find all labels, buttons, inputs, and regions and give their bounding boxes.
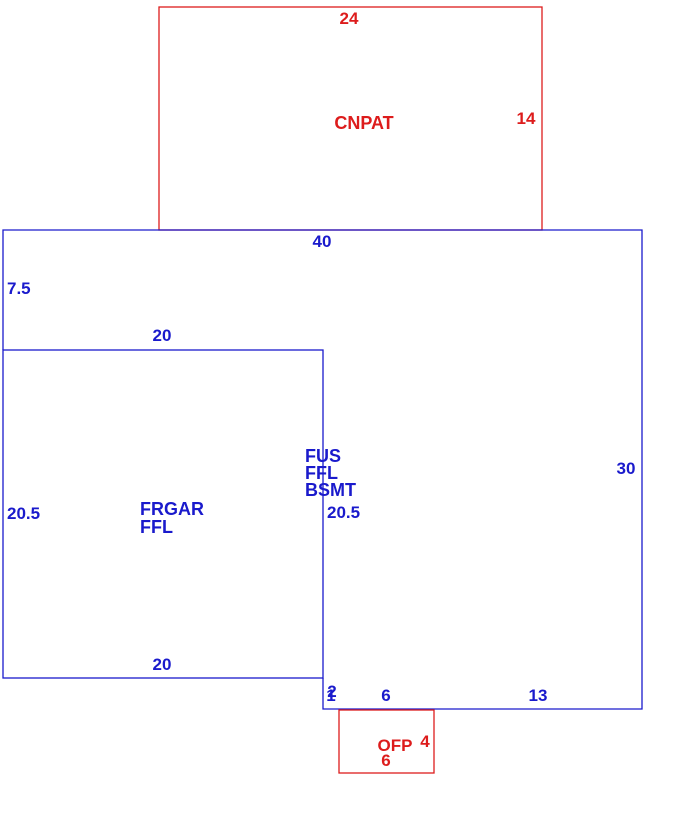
garage-top-dimension: 20 bbox=[153, 326, 172, 345]
main-house-label-ffl: FFL bbox=[305, 463, 338, 483]
main-house-outline bbox=[2, 229, 643, 710]
garage-label-frgar: FRGAR bbox=[140, 499, 204, 519]
garage-left-dimension: 20.5 bbox=[7, 504, 40, 523]
main-house-label-fus: FUS bbox=[305, 446, 341, 466]
porch-label: OFP bbox=[378, 736, 413, 755]
main-house-label-bsmt: BSMT bbox=[305, 480, 356, 500]
porch-bottom-dimension: 6 bbox=[381, 751, 390, 770]
main-house-inner-dimension: 20.5 bbox=[327, 503, 360, 522]
canopy-patio-right-dimension: 14 bbox=[517, 109, 536, 128]
garage-label-ffl: FFL bbox=[140, 517, 173, 537]
main-house-top-dimension: 40 bbox=[313, 232, 332, 251]
main-house-bottom-dimension-1: 1 bbox=[326, 686, 335, 705]
porch-outline bbox=[338, 709, 435, 774]
garage-bottom-dimension: 20 bbox=[153, 655, 172, 674]
main-house-left-upper-dimension: 7.5 bbox=[7, 279, 31, 298]
main-house-bottom-dimension-6: 6 bbox=[381, 686, 390, 705]
garage-outline bbox=[2, 349, 324, 679]
main-house-bottom-dimension-2: 2 bbox=[327, 682, 336, 701]
porch-right-dimension: 4 bbox=[420, 732, 430, 751]
canopy-patio-label: CNPAT bbox=[334, 113, 393, 133]
main-house-bottom-dimension-13: 13 bbox=[529, 686, 548, 705]
main-house-right-dimension: 30 bbox=[617, 459, 636, 478]
canopy-patio-top-dimension: 24 bbox=[340, 9, 359, 28]
